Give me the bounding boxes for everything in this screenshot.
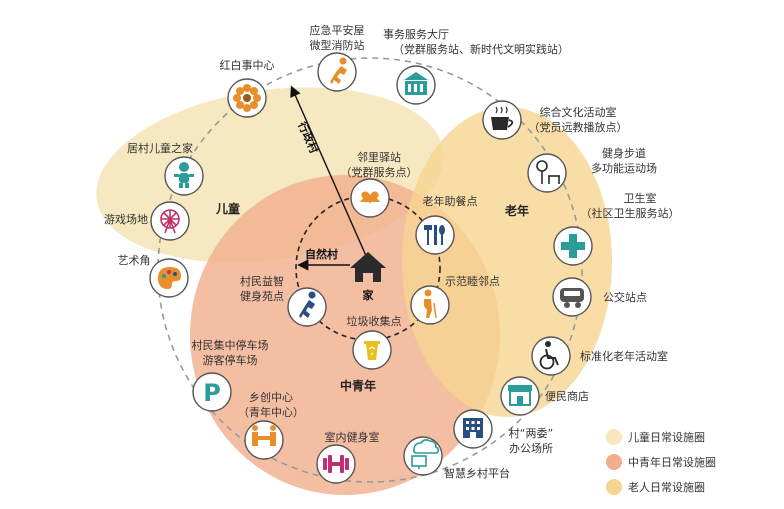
svg-text:室内健身室: 室内健身室 xyxy=(325,430,380,444)
svg-text:卫生室: 卫生室 xyxy=(624,191,657,205)
handshake-icon xyxy=(252,425,276,446)
node-fire-station: 应急平安屋 微型消防站 xyxy=(310,23,365,92)
coffee-cup-icon xyxy=(491,106,514,130)
node-art-corner: 艺术角 xyxy=(118,254,189,298)
youth-zone-label: 中青年 xyxy=(340,378,376,393)
svg-text:居村儿童之家: 居村儿童之家 xyxy=(127,141,193,155)
svg-text:健身苑点: 健身苑点 xyxy=(240,289,284,303)
node-startup-center: 乡创中心 （青年中心） xyxy=(238,391,304,460)
running-person-icon xyxy=(330,57,347,84)
svg-text:垃圾收集点: 垃圾收集点 xyxy=(347,314,402,328)
svg-text:（党员远教播放点）: （党员远教播放点） xyxy=(529,120,628,134)
svg-text:公交站点: 公交站点 xyxy=(603,290,647,304)
svg-text:（青年中心）: （青年中心） xyxy=(238,405,304,419)
node-playground: 游戏场地 xyxy=(104,201,190,241)
svg-text:标准化老年活动室: 标准化老年活动室 xyxy=(580,349,668,363)
cloud-computer-icon xyxy=(411,439,440,469)
svg-text:老年助餐点: 老年助餐点 xyxy=(423,194,478,208)
svg-text:村民集中停车场: 村民集中停车场 xyxy=(192,338,269,352)
wheelchair-icon xyxy=(539,341,559,370)
svg-text:（社区卫生服务站）: （社区卫生服务站） xyxy=(581,206,680,220)
home-node: 家 xyxy=(350,252,386,302)
node-neighbor-station: 邻里驿站 （党群服务点） xyxy=(341,150,418,218)
medical-cross-icon xyxy=(561,234,585,258)
node-meal-point: 老年助餐点 xyxy=(415,194,478,255)
node-committee: 村“两委” 办公场所 xyxy=(453,409,553,455)
svg-text:多功能运动场: 多功能运动场 xyxy=(591,161,657,175)
svg-text:乡创中心: 乡创中心 xyxy=(249,391,293,404)
node-garbage-point: 垃圾收集点 xyxy=(347,314,402,370)
node-model-neighbor: 示范睦邻点 xyxy=(410,274,500,325)
svg-text:红白事中心: 红白事中心 xyxy=(220,58,275,72)
svg-text:微型消防站: 微型消防站 xyxy=(310,38,365,52)
home-icon xyxy=(350,252,386,282)
svg-text:邻里驿站: 邻里驿站 xyxy=(357,150,401,164)
natural-village-label: 自然村 xyxy=(305,247,338,261)
svg-text:中青年日常设施圈: 中青年日常设施圈 xyxy=(628,455,716,469)
ferris-wheel-icon xyxy=(160,209,180,234)
heart-hand-icon xyxy=(360,191,380,203)
legend-item-elderly: 老人日常设施圈 xyxy=(606,479,705,495)
node-fitness-trail: 健身步道 多功能运动场 xyxy=(527,146,657,193)
node-children-home: 居村儿童之家 xyxy=(127,141,204,196)
dumbbell-icon xyxy=(323,455,349,473)
node-culture-room: 综合文化活动室 （党员远教播放点） xyxy=(482,100,628,140)
baby-icon xyxy=(174,162,194,188)
home-label: 家 xyxy=(363,288,375,302)
svg-text:智慧乡村平台: 智慧乡村平台 xyxy=(444,466,510,480)
elderly-zone-label: 老年 xyxy=(505,203,529,218)
parking-p-icon: P xyxy=(203,379,221,407)
runner-icon xyxy=(299,291,316,318)
legend: 儿童日常设施圈 中青年日常设施圈 老人日常设施圈 xyxy=(606,429,716,495)
node-smart-platform: 智慧乡村平台 xyxy=(403,436,510,480)
legend-item-youth: 中青年日常设施圈 xyxy=(606,454,716,470)
node-indoor-gym: 室内健身室 xyxy=(316,430,380,484)
svg-text:（党群服务点）: （党群服务点） xyxy=(341,165,418,179)
svg-text:村民益智: 村民益智 xyxy=(240,274,284,288)
svg-text:游戏场地: 游戏场地 xyxy=(104,212,148,226)
palette-icon xyxy=(158,267,181,289)
flower-icon xyxy=(233,84,261,112)
cutlery-icon xyxy=(424,225,445,245)
svg-text:事务服务大厅: 事务服务大厅 xyxy=(383,27,449,41)
svg-text:（党群服务站、新时代文明实践站）: （党群服务站、新时代文明实践站） xyxy=(393,42,569,56)
storefront-icon xyxy=(508,385,532,406)
svg-text:村“两委”: 村“两委” xyxy=(509,426,553,440)
elderly-person-icon xyxy=(424,289,437,319)
svg-text:老人日常设施圈: 老人日常设施圈 xyxy=(628,481,705,494)
recycle-bin-icon xyxy=(364,341,380,360)
node-clinic: 卫生室 （社区卫生服务站） xyxy=(553,191,680,266)
svg-text:综合文化活动室: 综合文化活动室 xyxy=(540,105,617,119)
park-bench-icon xyxy=(536,160,560,184)
admin-village-arrow xyxy=(290,85,368,259)
node-wedding: 红白事中心 xyxy=(220,58,275,118)
svg-text:应急平安屋: 应急平安屋 xyxy=(310,23,365,37)
svg-text:办公场所: 办公场所 xyxy=(509,441,553,455)
svg-text:艺术角: 艺术角 xyxy=(118,254,151,267)
node-store: 便民商店 xyxy=(500,376,589,416)
svg-text:便民商店: 便民商店 xyxy=(545,389,589,403)
node-fitness-spot: 村民益智 健身苑点 xyxy=(240,274,327,327)
node-elder-activity: 标准化老年活动室 xyxy=(531,336,668,376)
node-service-hall: 事务服务大厅 （党群服务站、新时代文明实践站） xyxy=(383,27,569,105)
office-building-icon xyxy=(463,418,483,438)
svg-text:儿童日常设施圈: 儿童日常设施圈 xyxy=(628,430,705,444)
svg-text:示范睦邻点: 示范睦邻点 xyxy=(445,274,500,288)
svg-text:游客停车场: 游客停车场 xyxy=(203,353,258,367)
svg-text:健身步道: 健身步道 xyxy=(602,146,646,160)
node-bus-stop: 公交站点 xyxy=(552,277,647,317)
legend-item-children: 儿童日常设施圈 xyxy=(606,429,705,445)
children-zone-label: 儿童 xyxy=(215,201,240,216)
node-parking: P 村民集中停车场 游客停车场 xyxy=(192,338,269,412)
